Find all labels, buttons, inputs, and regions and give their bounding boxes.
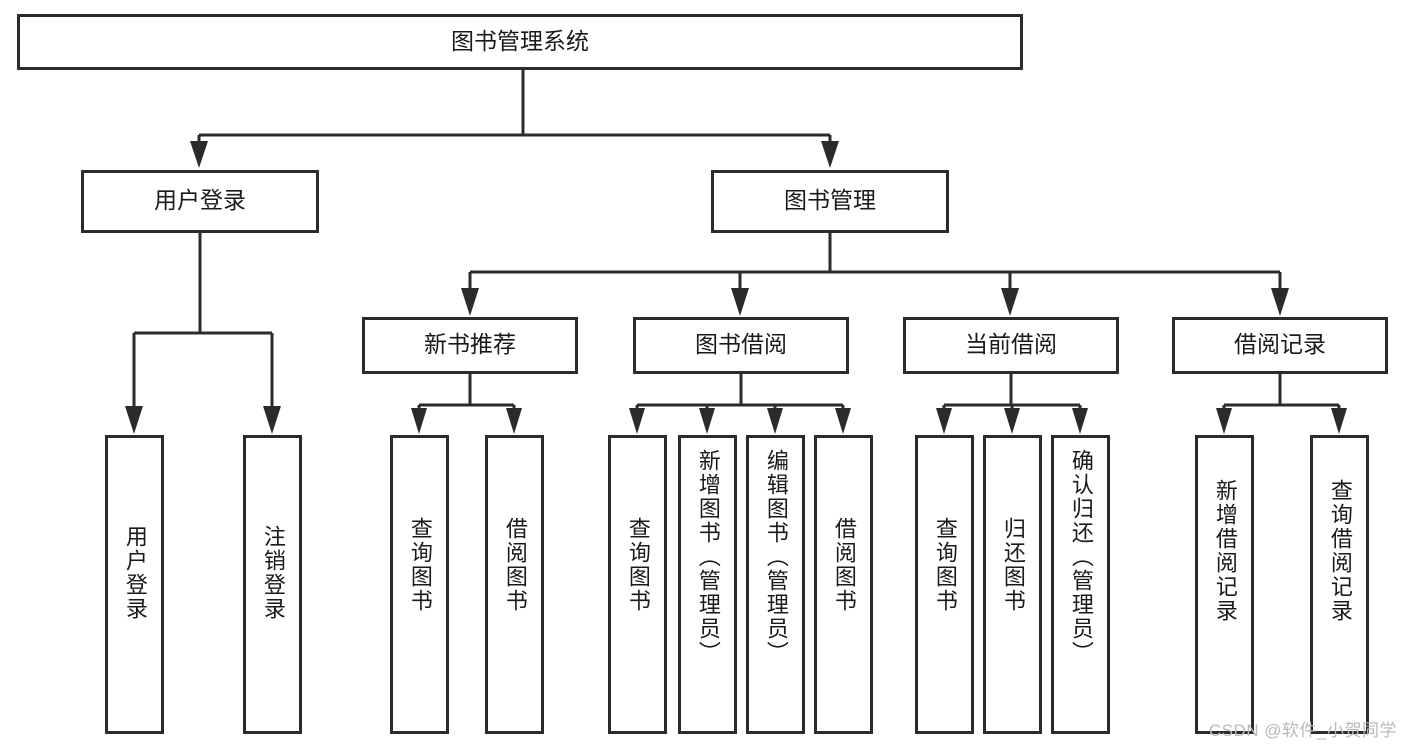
arrow-head-leaf-query-book-2 xyxy=(629,408,645,434)
leaf-box-confirm-return[interactable] xyxy=(1051,435,1110,734)
connector-user-login-to-leaves xyxy=(125,232,281,434)
arrow-head-book-manage xyxy=(821,141,839,168)
leaf-box-query-book-2[interactable] xyxy=(608,435,667,734)
arrow-head-book-borrow xyxy=(731,288,749,316)
arrow-head-leaf-edit-book xyxy=(767,408,783,434)
arrow-head-leaf-query-book-1 xyxy=(411,408,427,434)
arrow-head-leaf-borrow-book-1 xyxy=(506,408,522,434)
arrow-head-leaf-return-book xyxy=(1004,408,1020,434)
leaf-box-return-book[interactable] xyxy=(983,435,1042,734)
arrow-head-leaf-logout xyxy=(263,406,281,434)
node-new-book-recommend-label: 新书推荐 xyxy=(424,331,516,357)
leaf-box-add-record[interactable] xyxy=(1195,435,1254,734)
connector-new-book-recommend-to-leaves xyxy=(411,373,522,434)
node-book-borrow[interactable]: 图书借阅 xyxy=(633,317,849,374)
arrow-head-leaf-query-book-3 xyxy=(936,408,952,434)
leaf-box-query-book-3[interactable] xyxy=(915,435,974,734)
arrow-head-leaf-add-book xyxy=(699,408,715,434)
node-new-book-recommend-box[interactable] xyxy=(362,317,578,374)
arrow-head-new-book-recommend xyxy=(461,288,479,316)
leaf-box-logout[interactable] xyxy=(243,435,302,734)
connector-book-manage-to-level3 xyxy=(461,232,1289,316)
leaf-box-borrow-book-2[interactable] xyxy=(814,435,873,734)
node-book-manage-box[interactable] xyxy=(711,170,949,233)
node-user-login-box[interactable] xyxy=(81,170,319,233)
arrow-head-leaf-borrow-book-2 xyxy=(835,408,851,434)
node-new-book-recommend[interactable]: 新书推荐 xyxy=(362,317,578,374)
node-book-borrow-label: 图书借阅 xyxy=(695,331,787,357)
arrow-head-user-login xyxy=(190,141,208,168)
node-current-borrow-label: 当前借阅 xyxy=(965,331,1057,357)
connector-book-borrow-to-leaves xyxy=(629,373,851,434)
node-user-login-label: 用户登录 xyxy=(154,187,246,213)
leaf-box-borrow-book-1[interactable] xyxy=(485,435,544,734)
node-borrow-record-label: 借阅记录 xyxy=(1234,331,1326,357)
node-root[interactable]: 图书管理系统 xyxy=(17,14,1023,70)
connector-borrow-record-to-leaves xyxy=(1216,373,1347,434)
leaf-box-edit-book[interactable] xyxy=(746,435,805,734)
node-book-manage-label: 图书管理 xyxy=(784,187,876,213)
arrow-head-current-borrow xyxy=(1001,288,1019,316)
node-current-borrow[interactable]: 当前借阅 xyxy=(903,317,1119,374)
node-borrow-record-box[interactable] xyxy=(1172,317,1388,374)
arrow-head-leaf-query-record xyxy=(1331,408,1347,434)
connector-current-borrow-to-leaves xyxy=(936,373,1088,434)
watermark-label: CSDN @软件_小贺同学 xyxy=(1208,721,1397,740)
leaf-box-query-book-1[interactable] xyxy=(390,435,449,734)
leaf-boxes xyxy=(105,435,1369,734)
connector-root-to-level2 xyxy=(190,69,839,168)
node-user-login[interactable]: 用户登录 xyxy=(81,170,319,233)
arrow-head-leaf-add-record xyxy=(1216,408,1232,434)
arrow-head-leaf-confirm-return xyxy=(1072,408,1088,434)
node-current-borrow-box[interactable] xyxy=(903,317,1119,374)
arrow-head-borrow-record xyxy=(1271,288,1289,316)
leaf-box-add-book[interactable] xyxy=(678,435,737,734)
node-book-borrow-box[interactable] xyxy=(633,317,849,374)
node-borrow-record[interactable]: 借阅记录 xyxy=(1172,317,1388,374)
arrow-head-leaf-user-login xyxy=(125,406,143,434)
node-book-manage[interactable]: 图书管理 xyxy=(711,170,949,233)
node-root-label: 图书管理系统 xyxy=(451,28,589,54)
node-root-box[interactable] xyxy=(17,14,1023,70)
leaf-box-query-record[interactable] xyxy=(1310,435,1369,734)
leaf-box-user-login[interactable] xyxy=(105,435,164,734)
